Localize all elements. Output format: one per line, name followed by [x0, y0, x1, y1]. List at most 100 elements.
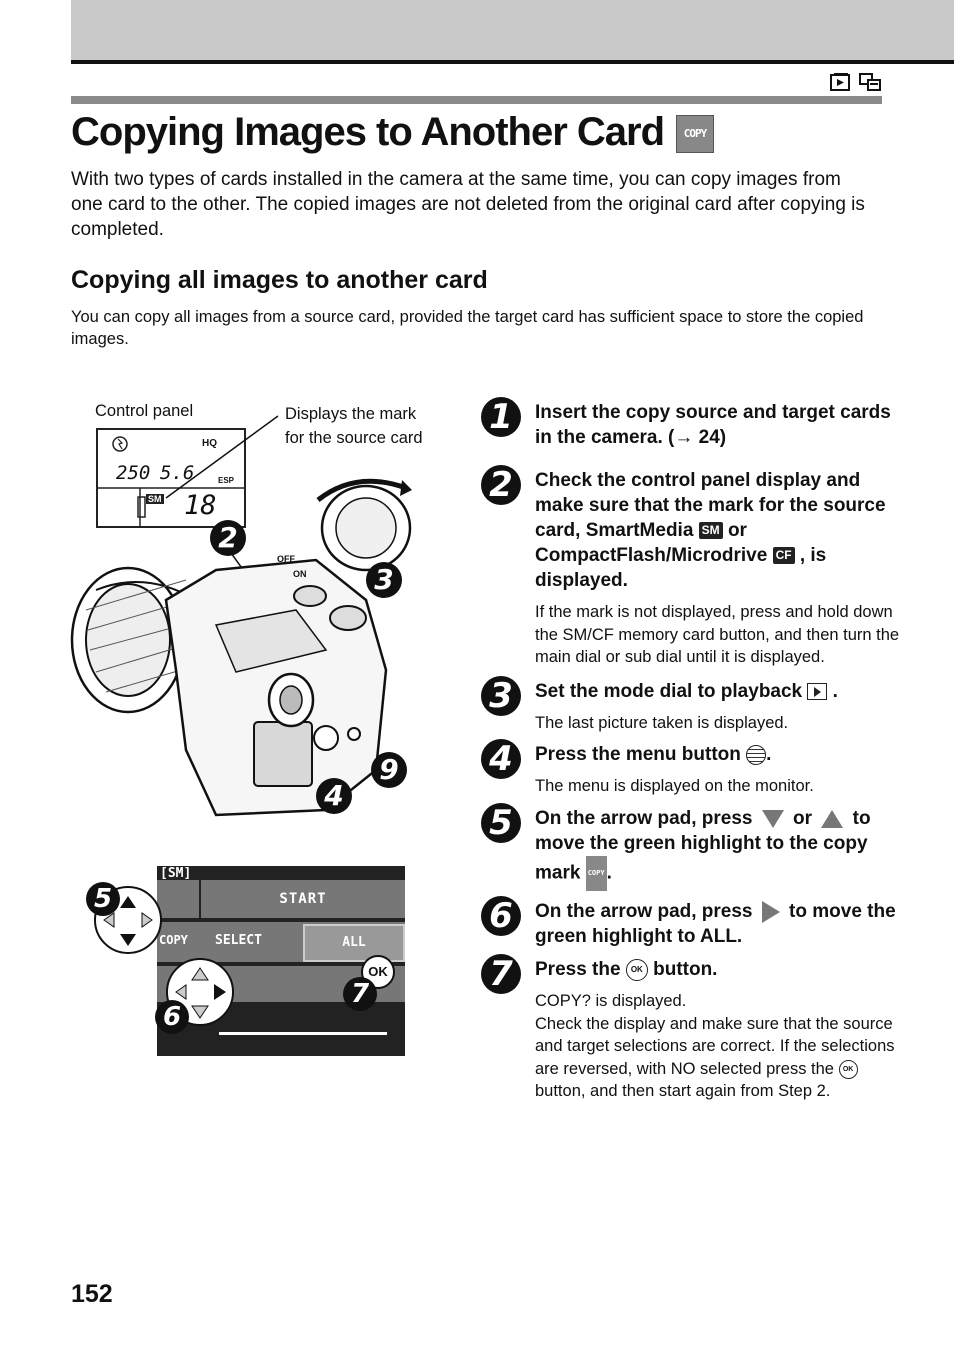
step-7-body-2b: button, and then start again from Step 2… — [535, 1082, 831, 1101]
step-2-title: Check the control panel display and make… — [535, 468, 901, 593]
header-icons — [830, 72, 882, 92]
page-title: Copying Images to Another Card COPY — [71, 110, 715, 155]
control-panel-label: Control panel — [95, 402, 194, 420]
cf-badge: CF — [772, 547, 795, 565]
callout-2: 2 — [210, 520, 246, 556]
step-7-title-b: button. — [647, 958, 718, 980]
callout-6: 6 — [155, 1000, 189, 1034]
step-2-body: If the mark is not displayed, press and … — [535, 603, 900, 667]
screen-slider — [219, 1014, 387, 1035]
header-rule — [71, 60, 954, 64]
source-mark-label-line2: for the source card — [285, 429, 423, 447]
callout-7: 7 — [343, 977, 377, 1011]
step-3-title-a: Set the mode dial to playback — [535, 680, 808, 702]
ok-button-icon-small: OK — [838, 1059, 858, 1079]
step-3-body: The last picture taken is displayed. — [535, 713, 789, 732]
step-6-title: On the arrow pad, press to move the gree… — [535, 899, 901, 949]
control-panel-lcd: HQ ESP 250 5.6 SM 18 — [96, 428, 246, 528]
step-7-title-a: Press the — [535, 958, 626, 980]
step-7-title: Press the OK button. — [535, 957, 901, 982]
step-5-number: 5 — [481, 802, 521, 843]
step-3: 3 Set the mode dial to playback . The la… — [481, 675, 901, 735]
step-6-title-b: to move the green highlight to ALL. — [535, 900, 896, 947]
step-6-title-a: On the arrow pad, press — [535, 900, 758, 922]
source-mark-label: Displays the mark for the source card — [285, 402, 423, 450]
step-7-body-1: COPY? is displayed. — [535, 991, 687, 1010]
dial-off: OFF — [277, 554, 295, 564]
step-5-title-b: or — [787, 807, 818, 829]
copy-mark-icon: COPY — [585, 855, 607, 891]
dial-on: ON — [293, 569, 307, 579]
step-2-title-c: , is displayed. — [535, 545, 827, 591]
step-4: 4 Press the menu button . The menu is di… — [481, 739, 901, 798]
screen-select: SELECT — [215, 933, 262, 948]
step-1: 1 Insert the copy source and target card… — [481, 397, 901, 458]
lcd-frame-count: 18 — [184, 490, 217, 521]
step-6: 6 On the arrow pad, press to move the gr… — [481, 895, 901, 949]
ok-button-icon: OK — [625, 958, 648, 981]
playback-icon — [830, 73, 881, 91]
lcd-esp: ESP — [218, 476, 235, 485]
lcd-hq: HQ — [202, 438, 217, 449]
screen-all: ALL — [303, 924, 405, 962]
step-4-title-b: . — [766, 744, 772, 766]
screen-copy: COPY — [159, 933, 188, 947]
step-4-title-a: Press the menu button — [535, 744, 747, 766]
screen-copy-row: COPY SELECT ALL — [157, 922, 405, 962]
arrow-right-icon — [761, 900, 780, 923]
page-number: 152 — [71, 1280, 113, 1308]
step-2-title-a: Check the control panel display and make… — [535, 470, 886, 541]
step-3-title: Set the mode dial to playback . — [535, 679, 901, 704]
step-5-title-a: On the arrow pad, press — [535, 807, 758, 829]
step-1-number: 1 — [481, 397, 521, 437]
step-7-body-2: Check the display and make sure that the… — [535, 1013, 901, 1103]
step-7: 7 Press the OK button. COPY? is displaye… — [481, 953, 901, 1103]
step-3-title-b: . — [827, 680, 838, 702]
header-band — [71, 0, 954, 60]
step-5: 5 On the arrow pad, press or to move the… — [481, 802, 901, 891]
step-4-title: Press the menu button . — [535, 742, 901, 767]
step-1-arrow: → — [674, 427, 694, 448]
copy-icon: COPY — [676, 115, 715, 154]
callout-9: 9 — [371, 752, 407, 788]
section-heading: Copying all images to another card — [71, 266, 488, 294]
step-7-body-2a: Check the display and make sure that the… — [535, 1014, 895, 1078]
step-5-title-c: to move the green highlight to the copy … — [535, 807, 871, 884]
step-4-body: The menu is displayed on the monitor. — [535, 777, 814, 796]
screen-play-cell — [157, 880, 199, 918]
title-rule — [71, 96, 882, 104]
camera-illustration — [70, 415, 412, 817]
step-7-body: COPY? is displayed. Check the display an… — [535, 990, 901, 1103]
step-1-title: Insert the copy source and target cards … — [535, 400, 901, 450]
step-1-title-a: Insert the copy source and target cards … — [535, 402, 891, 448]
step-7-number: 7 — [481, 953, 521, 994]
step-1-title-b: 24) — [693, 427, 727, 448]
callout-5: 5 — [86, 882, 120, 916]
source-mark-label-line1: Displays the mark — [285, 405, 417, 423]
arrow-down-icon — [761, 809, 784, 828]
callout-3: 3 — [366, 562, 402, 598]
step-2-title-b: or CompactFlash/Microdrive — [535, 520, 773, 566]
screen-tab: [SM] — [160, 866, 192, 881]
intro-paragraph: With two types of cards installed in the… — [71, 169, 865, 240]
step-2: 2 Check the control panel display and ma… — [481, 465, 901, 669]
step-2-number: 2 — [481, 465, 521, 505]
playback-icon — [807, 683, 828, 701]
sm-badge: SM — [698, 522, 723, 540]
title-text: Copying Images to Another Card — [71, 110, 665, 154]
lcd-shutter: 250 — [116, 462, 151, 484]
section-text: You can copy all images from a source ca… — [71, 308, 864, 348]
steps-list: 1 Insert the copy source and target card… — [481, 397, 901, 1109]
screen-start-row: START — [201, 880, 405, 918]
menu-button-icon — [746, 745, 767, 766]
step-5-title: On the arrow pad, press or to move the g… — [535, 806, 901, 891]
step-4-number: 4 — [481, 739, 521, 780]
step-6-number: 6 — [481, 895, 521, 936]
step-3-number: 3 — [481, 675, 521, 716]
callout-4: 4 — [316, 778, 352, 814]
step-5-title-d: . — [606, 862, 612, 884]
lcd-aperture: 5.6 — [160, 462, 195, 484]
lcd-graphics — [98, 436, 244, 526]
arrow-up-icon — [821, 809, 844, 828]
lcd-sm-mark: SM — [146, 494, 164, 504]
